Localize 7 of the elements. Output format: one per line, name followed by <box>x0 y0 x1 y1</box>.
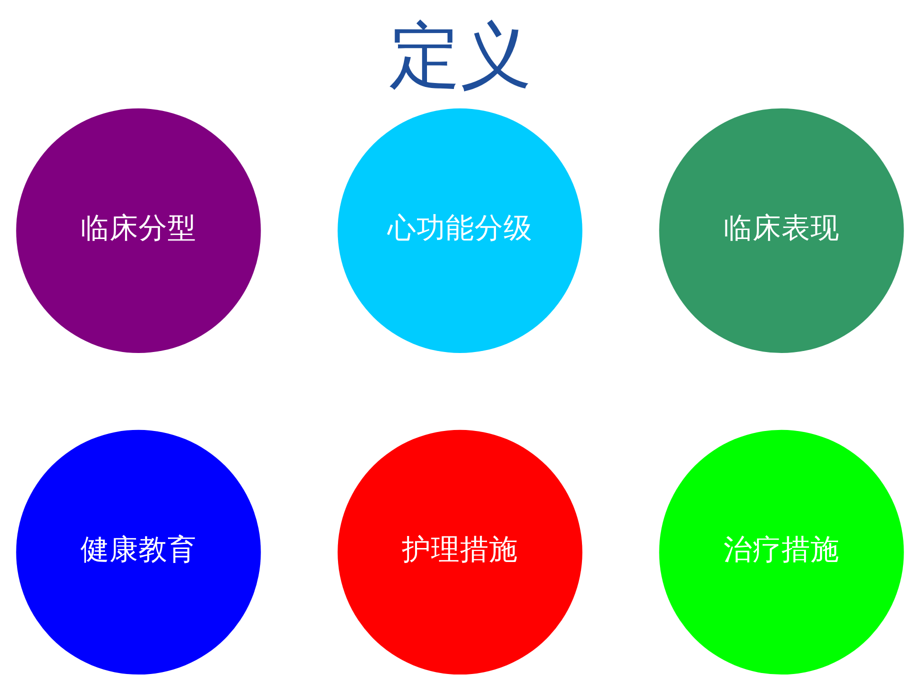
node-circle: 临床表现 <box>659 108 904 354</box>
node-circle: 心功能分级 <box>338 108 582 354</box>
node-circle: 临床分型 <box>16 108 261 354</box>
node-circle: 治疗措施 <box>659 430 904 675</box>
node-circle: 护理措施 <box>338 430 582 675</box>
diagram-title: 定义 <box>389 14 531 97</box>
node-circle: 健康教育 <box>16 430 261 675</box>
